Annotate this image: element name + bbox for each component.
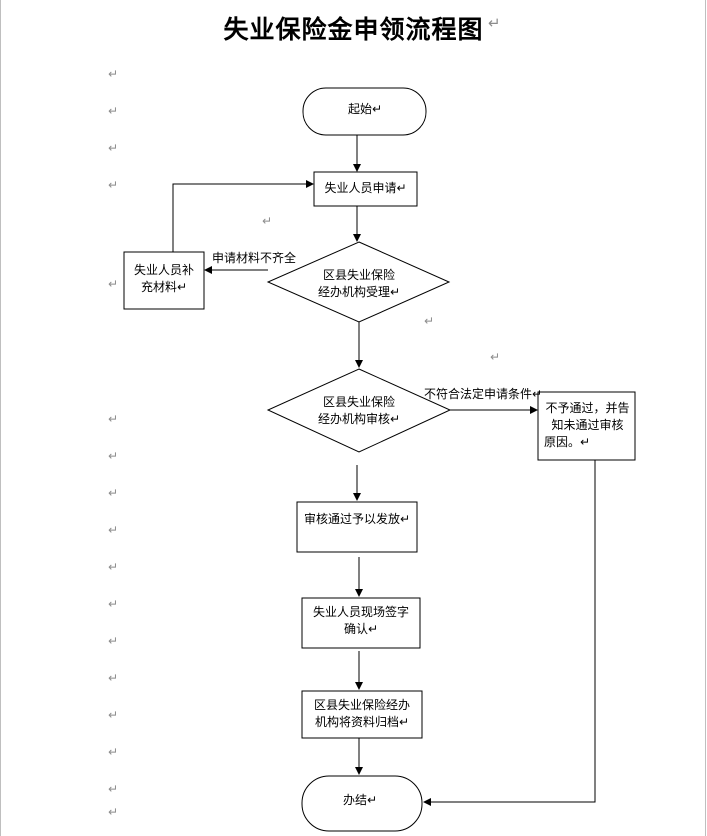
paragraph-mark: ↵ [108,782,119,796]
supplement-node-shape [123,251,205,310]
sign-label-line-2: 确认↵ [343,622,379,636]
archive-node-label: 区县失业保险经办 机构将资料归档↵ [302,697,422,731]
page-right-edge [705,0,706,836]
pay-node-label: 审核通过予以发放↵ [303,512,411,526]
apply-node-shape [313,171,418,207]
reject-label-line-3: 原因。↵ [544,435,591,449]
paragraph-mark: ↵ [108,412,119,426]
archive-label-line-2: 机构将资料归档↵ [314,715,410,729]
paragraph-mark: ↵ [108,671,119,685]
supplement-label-line-2: 充材料↵ [140,280,188,294]
accept-label-line-2: 经办机构受理↵ [317,285,401,299]
paragraph-mark: ↵ [108,523,119,537]
paragraph-mark: ↵ [108,634,119,648]
review-label-line-2: 经办机构审核↵ [317,412,401,426]
paragraph-mark: ↵ [108,67,119,81]
paragraph-mark: ↵ [108,277,119,291]
end-node-shape [301,775,423,832]
start-node-shape [302,87,427,136]
page-left-edge [0,0,1,836]
paragraph-mark: ↵ [108,560,119,574]
paragraph-mark: ↵ [108,805,119,819]
archive-node-shape [301,690,423,739]
reject-label-line-1: 不予通过，并告 [545,401,630,415]
supplement-label-line-1: 失业人员补 [133,263,194,277]
sign-label-line-1: 失业人员现场签字 [312,605,409,619]
flowchart-title: 失业保险金申领流程图 [223,15,484,44]
sign-node-label: 失业人员现场签字 确认↵ [302,604,420,638]
arrow-supplement-to-apply [172,180,314,252]
pay-node-shape [296,501,418,553]
review-decision-label: 区县失业保险 经办机构审核↵ [299,394,419,428]
start-node-label: 起始↵ [347,102,383,116]
reject-node-shape [537,391,636,461]
paragraph-mark: ↵ [424,314,435,328]
paragraph-mark: ↵ [108,486,119,500]
paragraph-mark: ↵ [108,178,119,192]
arrow-reject-to-end [423,460,596,806]
paragraph-mark: ↵ [108,597,119,611]
sign-node-shape [301,597,421,649]
paragraph-mark: ↵ [108,104,119,118]
review-label-line-1: 区县失业保险 [322,395,395,409]
paragraph-mark: ↵ [262,214,273,228]
paragraph-mark: ↵ [108,708,119,722]
reject-label-line-2: 知未通过审核 [551,418,624,432]
review-decision-shape [266,368,452,453]
edge-label-unqualified: 不符合法定申请条件↵ [424,387,543,401]
apply-node-label: 失业人员申请↵ [324,181,407,195]
paragraph-mark: ↵ [108,449,119,463]
reject-node-label: 不予通过，并告 知未通过审核 原因。↵ [540,400,635,451]
end-node-label: 办结↵ [342,793,378,807]
paragraph-mark: ↵ [490,350,501,364]
supplement-node-label: 失业人员补 充材料↵ [124,262,204,296]
paragraph-mark: ↵ [108,745,119,759]
accept-label-line-1: 区县失业保险 [322,268,395,282]
accept-decision-label: 区县失业保险 经办机构受理↵ [299,267,419,301]
edge-label-incomplete: 申请材料不齐全 [212,251,297,265]
paragraph-mark: ↵ [108,141,119,155]
archive-label-line-1: 区县失业保险经办 [313,698,410,712]
paragraph-mark: ↵ [488,14,501,32]
